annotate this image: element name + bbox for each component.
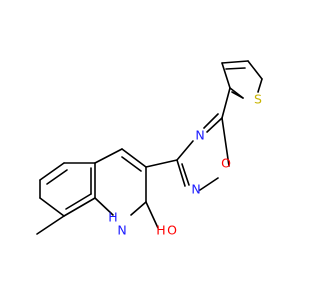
bond (221, 62, 231, 89)
sulfur-atom-label: S (254, 92, 262, 107)
bond (94, 148, 123, 164)
bond (257, 78, 263, 93)
bond (221, 60, 249, 64)
bond (225, 67, 246, 70)
bond (176, 159, 186, 187)
bond (121, 148, 147, 168)
bond (181, 163, 190, 186)
oxadiazole-ring (176, 113, 230, 191)
bond (46, 169, 68, 185)
oxadiazole-oxygen-label: O (221, 156, 231, 171)
thiophene-ring (221, 60, 263, 99)
bond (121, 156, 142, 172)
bond (206, 117, 223, 133)
oxadiazole-nitrogen-lower-label: N (191, 182, 200, 197)
bond (176, 140, 194, 161)
bond (229, 87, 244, 99)
oxadiazole-nitrogen-upper-label: N (195, 128, 204, 143)
bond (65, 193, 92, 210)
bond (145, 159, 178, 168)
bond (39, 197, 65, 217)
bond (247, 60, 263, 80)
bond (221, 87, 231, 119)
hydroxyl-oxygen-label: O (167, 223, 177, 238)
bond (94, 197, 114, 216)
bond (203, 113, 219, 129)
bond (221, 117, 230, 167)
bond (39, 162, 65, 181)
amide-nitrogen-label: N (117, 223, 126, 238)
hydroxyl-hydrogen-label: H (156, 223, 165, 238)
molecule-structure-diagram: S N O N H N O H (36, 60, 263, 238)
bond (130, 201, 147, 216)
amide-nh-hydrogen-label: H (108, 210, 117, 225)
bond (63, 197, 96, 217)
bond (145, 201, 159, 229)
bond (36, 215, 65, 235)
quinoline-ring-system (36, 148, 159, 235)
bond (199, 177, 219, 191)
